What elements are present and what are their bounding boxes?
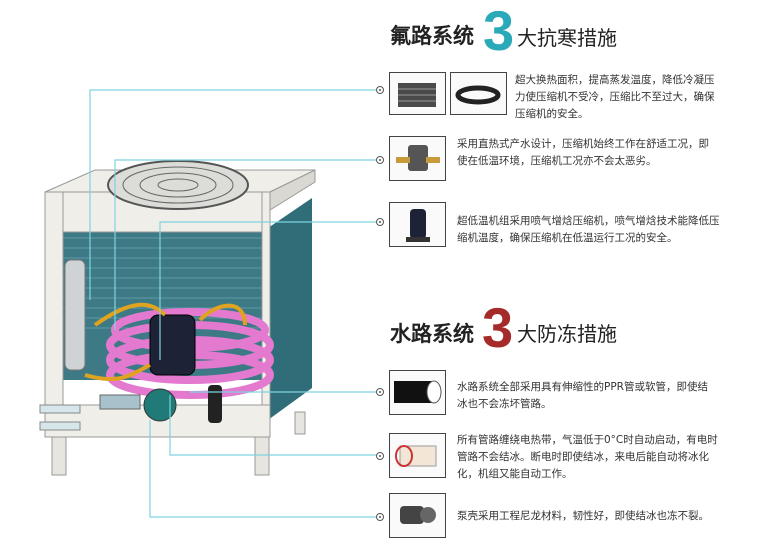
heating-cable-icon <box>389 433 446 478</box>
fluorine-section-title: 氟路系统 <box>390 24 474 48</box>
water-item-3-text: 泵壳采用工程尼龙材料，韧性好，即使结冰也冻不裂。 <box>457 510 709 522</box>
side-coil <box>268 198 312 420</box>
water-pump-icon <box>389 493 446 538</box>
evaporator-coil-icon <box>389 72 446 115</box>
water-item-1-text: 水路系统全部采用具有伸缩性的PPR管或软管，即使结冰也不会冻坏管路。 <box>457 381 708 410</box>
callout-marker <box>376 452 384 460</box>
water-section-title: 水路系统 <box>390 322 474 346</box>
water-section-number: 3 <box>482 296 514 359</box>
heat-exchanger-tube-icon <box>450 72 507 115</box>
water-item-2-text: 所有管路缠绕电热带，气温低于0°C时自动启动，有电时管路不会结冰。断电时即使结冰… <box>457 434 718 480</box>
callout-marker <box>376 513 384 521</box>
callout-marker <box>376 156 384 164</box>
fluorine-item-2-text: 采用直热式产水设计，压缩机始终工作在舒适工况，即使在低温环境，压缩机工况亦不会太… <box>457 138 709 167</box>
cabinet-side <box>269 169 316 211</box>
callout-marker <box>376 86 384 94</box>
scroll-compressor-icon <box>389 202 446 247</box>
fluorine-section-subtitle: 大抗寒措施 <box>517 26 617 50</box>
fluorine-item-1-text: 超大换热面积，提高蒸发温度，降低冷凝压力使压缩机不受冷，压缩比不至过大，确保压缩… <box>515 74 715 120</box>
small-tank <box>208 385 222 423</box>
expansion-valve-icon <box>389 136 446 181</box>
unit-leg <box>294 411 306 435</box>
heat-pump-illustration <box>39 160 316 476</box>
compressor <box>149 314 196 376</box>
fan-guard <box>107 160 249 210</box>
callout-marker <box>376 388 384 396</box>
liquid-tank <box>64 259 86 371</box>
leader-lines <box>89 89 380 518</box>
water-section-subtitle: 大防冻措施 <box>517 322 617 346</box>
callout-marker <box>376 218 384 226</box>
water-pump <box>143 388 177 422</box>
fluorine-section-number: 3 <box>483 0 515 62</box>
insulated-pipe-icon <box>389 370 446 415</box>
fluorine-item-3-text: 超低温机组采用喷气增焓压缩机，喷气增焓技术能降低压缩机温度，确保压缩机在低温运行… <box>457 215 720 244</box>
